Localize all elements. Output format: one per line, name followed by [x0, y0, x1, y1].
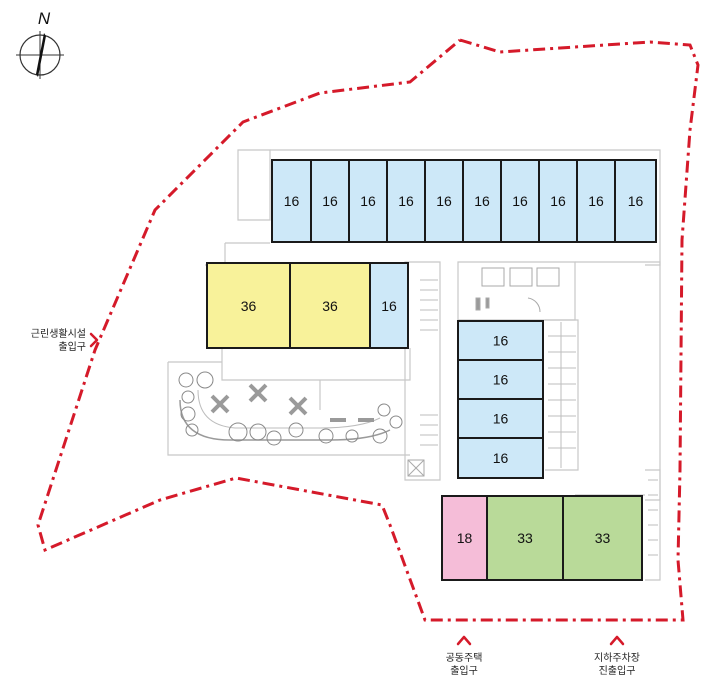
housing-entrance-line2: 출입구: [450, 666, 478, 677]
unit-16: 16: [348, 159, 388, 243]
entrance-arrows: [89, 332, 625, 646]
unit-label: 16: [588, 193, 604, 209]
unit-16: 16: [457, 437, 544, 479]
unit-18: 18: [441, 495, 488, 581]
housing-entrance-line1: 공동주택: [445, 653, 483, 664]
unit-label: 16: [398, 193, 414, 209]
unit-label: 36: [241, 298, 257, 314]
unit-36: 36: [206, 262, 291, 349]
unit-16: 16: [538, 159, 578, 243]
unit-label: 18: [457, 530, 473, 546]
unit-label: 16: [381, 298, 397, 314]
commercial-entrance-line1: 근린생활시설: [30, 329, 86, 340]
unit-label: 16: [474, 193, 490, 209]
unit-label: 16: [436, 193, 452, 209]
unit-label: 16: [493, 372, 509, 388]
unit-16: 16: [369, 262, 409, 349]
commercial-entrance-line2: 출입구: [58, 342, 86, 353]
unit-16: 16: [500, 159, 540, 243]
compass-icon: N: [16, 9, 64, 79]
unit-16: 16: [614, 159, 657, 243]
unit-label: 16: [628, 193, 644, 209]
unit-label: 16: [493, 450, 509, 466]
unit-16: 16: [576, 159, 616, 243]
unit-16: 16: [462, 159, 502, 243]
unit-label: 16: [360, 193, 376, 209]
unit-16: 16: [457, 398, 544, 439]
north-row-units: 16 16 16 16 16 16 16 16 16 16: [271, 159, 657, 243]
unit-36: 36: [289, 262, 371, 349]
elevator-core: [407, 267, 560, 477]
unit-label: 16: [322, 193, 338, 209]
housing-entrance-label: 공동주택 출입구: [424, 652, 504, 678]
unit-label: 16: [512, 193, 528, 209]
unit-16: 16: [424, 159, 464, 243]
site-boundary: [36, 38, 700, 622]
west-block-units: 36 36 16: [206, 262, 409, 349]
unit-16: 16: [310, 159, 350, 243]
commercial-entrance-arrow-icon: [89, 332, 99, 348]
unit-label: 33: [517, 530, 533, 546]
center-stack-units: 16 16 16 16: [457, 320, 544, 479]
unit-16: 16: [457, 320, 544, 361]
stair-hatching: [420, 279, 658, 556]
unit-label: 16: [284, 193, 300, 209]
unit-16: 16: [457, 359, 544, 400]
unit-33: 33: [486, 495, 564, 581]
parking-entrance-label: 지하주차장 진출입구: [577, 652, 657, 678]
housing-entrance-arrow-icon: [456, 635, 472, 646]
commercial-entrance-label: 근린생활시설 출입구: [10, 328, 86, 354]
unit-16: 16: [271, 159, 312, 243]
south-block-units: 18 33 33: [441, 495, 643, 581]
unit-label: 16: [550, 193, 566, 209]
unit-label: 33: [595, 530, 611, 546]
parking-entrance-arrow-icon: [609, 635, 625, 646]
garden-landscape: [178, 371, 403, 446]
unit-label: 16: [493, 411, 509, 427]
parking-entrance-line1: 지하주차장: [594, 653, 640, 664]
unit-16: 16: [386, 159, 426, 243]
unit-label: 36: [322, 298, 338, 314]
unit-label: 16: [493, 333, 509, 349]
unit-33: 33: [562, 495, 643, 581]
compass-north-label: N: [38, 9, 51, 28]
parking-entrance-line2: 진출입구: [598, 666, 636, 677]
